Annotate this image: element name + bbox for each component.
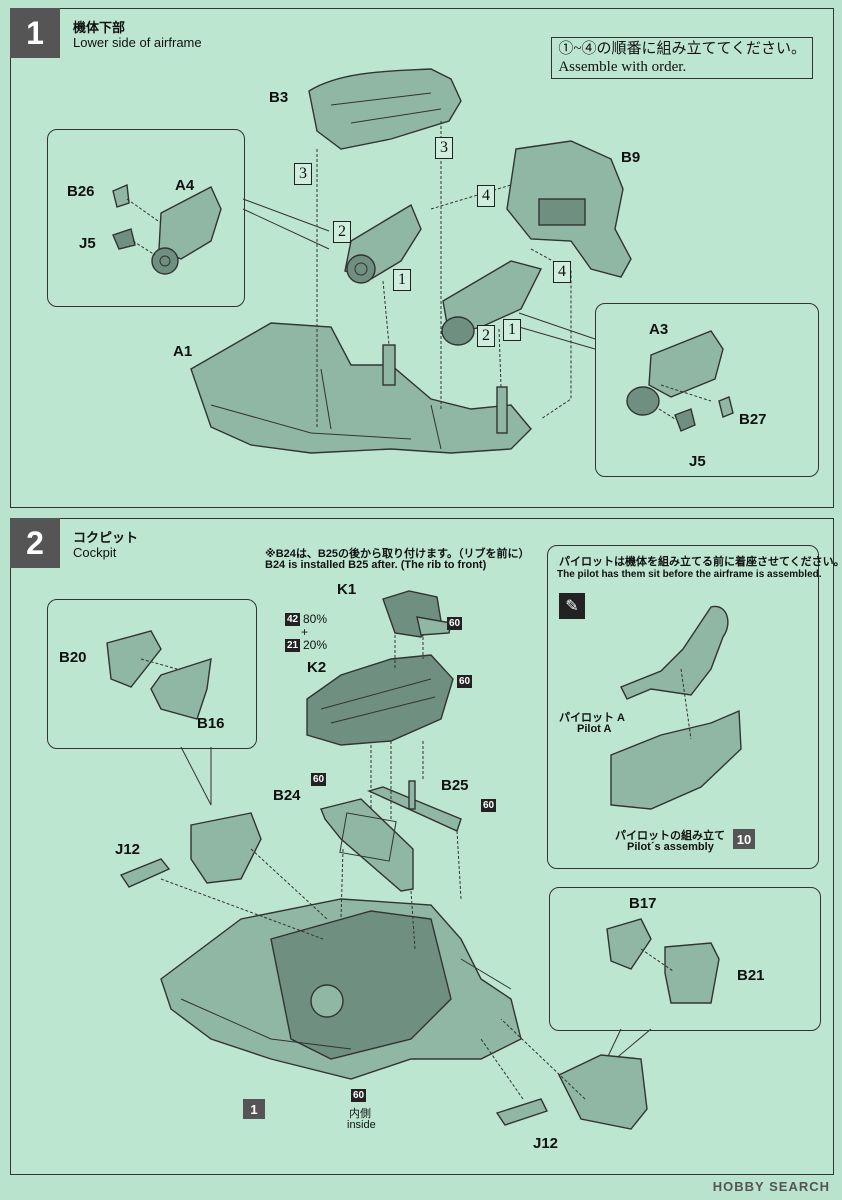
- part-b16: [150, 657, 212, 720]
- label-b9: B9: [621, 149, 641, 166]
- label-b20: B20: [59, 649, 87, 666]
- callout-pilot: [547, 545, 819, 869]
- step-2-illustration: [106, 590, 742, 1130]
- pilot-figure: [620, 605, 729, 700]
- label-j5-right: J5: [689, 453, 706, 470]
- order-mark-3: 3: [435, 137, 453, 159]
- order-mark-2: 2: [333, 221, 351, 243]
- step-2-panel: 2 コクピット Cockpit ※B24は、B25の後から取り付けます。（リブを…: [10, 518, 842, 1175]
- paint-code-tag: 60: [457, 675, 473, 688]
- part-b21: [664, 942, 720, 1004]
- part-j5-right: [674, 408, 696, 432]
- label-k2: K2: [307, 659, 327, 676]
- label-a1: A1: [173, 343, 193, 360]
- part-a3: [648, 330, 724, 398]
- label-b25: B25: [441, 777, 469, 794]
- part-b24: [320, 798, 414, 892]
- label-b21: B21: [737, 967, 765, 984]
- part-b26: [112, 183, 130, 208]
- paint-code-tag: 60: [447, 617, 463, 630]
- callout-b20-b16: [47, 599, 257, 749]
- paint-plus: +: [301, 625, 309, 639]
- step-reference-badge: 10: [733, 829, 755, 849]
- label-j12-bottom: J12: [533, 1135, 559, 1152]
- step-number-badge: 1: [10, 8, 60, 58]
- pilot-assembly-en: Pilot´s assembly: [627, 841, 714, 853]
- part-b27: [718, 396, 734, 418]
- step-title-jp: コクピット: [73, 530, 139, 545]
- step-reference-badge: 1: [243, 1099, 265, 1119]
- inside-label-en: inside: [347, 1119, 376, 1131]
- pilot-note-jp: パイロットは機体を組み立てる前に着座させてください。: [559, 556, 842, 568]
- label-b3: B3: [269, 89, 289, 106]
- brush-icon: ✎: [559, 593, 585, 619]
- label-b17: B17: [629, 895, 657, 912]
- step-title-jp: 機体下部: [73, 20, 126, 35]
- label-b27: B27: [739, 411, 767, 428]
- step-1-illustration: [112, 68, 734, 454]
- pilot-label-en: Pilot A: [577, 723, 612, 735]
- order-mark-4: 4: [477, 185, 495, 207]
- step-number-badge: 2: [10, 518, 60, 568]
- paint-code-tag: 42: [285, 613, 301, 626]
- part-b3: [308, 68, 462, 150]
- order-mark-3: 3: [294, 163, 312, 185]
- part-a1: [190, 322, 532, 454]
- paint-ratio: 20%: [303, 638, 328, 652]
- label-j12-top: J12: [115, 841, 141, 858]
- order-note-en: Assemble with order.: [558, 59, 687, 75]
- order-mark-4: 4: [553, 261, 571, 283]
- assembly-order-note: ①~④の順番に組み立ててください。 Assemble with order.: [551, 37, 813, 79]
- part-b20: [106, 630, 162, 688]
- label-j5-left: J5: [79, 235, 96, 252]
- label-k1: K1: [337, 581, 357, 598]
- part-j5-left: [112, 228, 136, 250]
- part-b17: [606, 918, 652, 970]
- paint-code-tag: 60: [351, 1089, 367, 1102]
- pilot-assembly-jp: パイロットの組み立て: [615, 830, 725, 842]
- part-k2: [306, 654, 454, 746]
- pilot-label-jp: パイロット A: [559, 712, 625, 724]
- paint-code-tag: 60: [311, 773, 327, 786]
- inside-label-jp: 内側: [349, 1108, 371, 1120]
- order-mark-2: 2: [477, 325, 495, 347]
- part-j12-bottom: [495, 1098, 548, 1126]
- label-b24: B24: [273, 787, 301, 804]
- label-b26: B26: [67, 183, 95, 200]
- paint-code-tag: 60: [481, 799, 497, 812]
- paint-ratio: 80%: [303, 612, 328, 626]
- step-title-en: Lower side of airframe: [73, 35, 202, 50]
- watermark: HOBBY SEARCH: [712, 1179, 830, 1194]
- step-title-en: Cockpit: [73, 545, 117, 560]
- order-note-jp: ①~④の順番に組み立ててください。: [558, 41, 806, 57]
- step-1-panel: 1 機体下部 Lower side of airframe ①~④の順番に組み立…: [10, 8, 834, 508]
- paint-code-tag: 21: [285, 639, 301, 652]
- label-b16: B16: [197, 715, 225, 732]
- label-a3: A3: [649, 321, 669, 338]
- pilot-note-en: The pilot has them sit before the airfra…: [557, 569, 822, 580]
- order-mark-1: 1: [393, 269, 411, 291]
- part-j12-top: [119, 858, 171, 888]
- install-note-jp: ※B24は、B25の後から取り付けます。（リブを前に）: [265, 548, 530, 560]
- install-note-en: B24 is installed B25 after. (The rib to …: [265, 559, 487, 571]
- order-mark-1: 1: [503, 319, 521, 341]
- label-a4: A4: [175, 177, 195, 194]
